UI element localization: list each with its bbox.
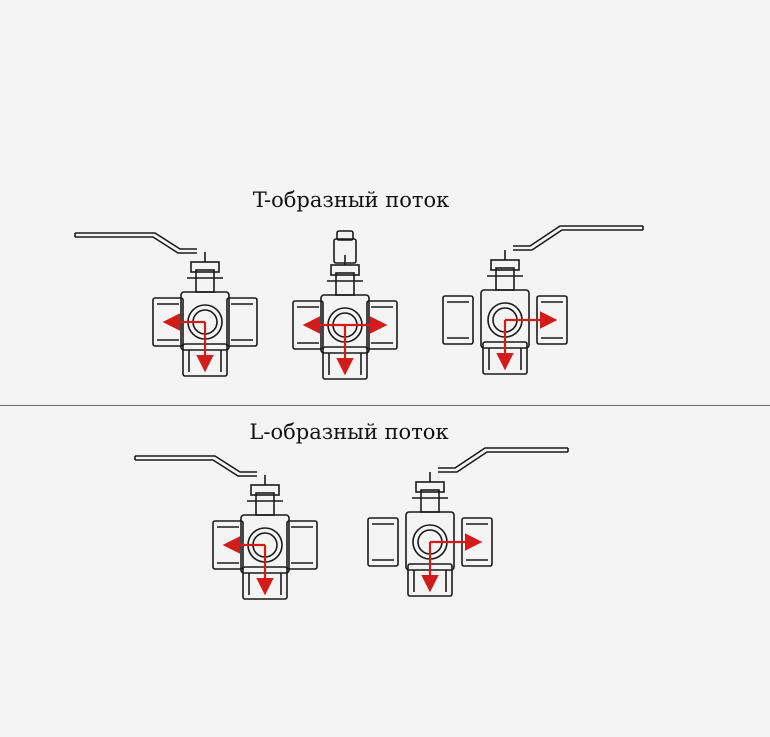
stem xyxy=(255,492,275,516)
caption-l-flow: L-образный поток xyxy=(249,420,449,444)
port-left xyxy=(367,517,399,567)
valve-body xyxy=(367,447,569,597)
valve-l-flow-2 xyxy=(367,447,569,597)
valve-body xyxy=(134,455,318,600)
valve-t-flow-1 xyxy=(74,232,258,377)
port-left xyxy=(442,295,474,345)
actuator-stem xyxy=(333,238,357,264)
port-right xyxy=(226,297,258,347)
valve-l-flow-1 xyxy=(134,455,318,600)
handle-lever xyxy=(513,225,643,247)
handle-lever xyxy=(75,232,197,250)
section-divider xyxy=(0,405,770,406)
port-right xyxy=(286,520,318,570)
stem xyxy=(495,267,515,291)
valve-t-flow-2 xyxy=(292,230,398,380)
valve-body xyxy=(292,230,398,380)
valve-body xyxy=(442,225,644,375)
stem xyxy=(335,272,355,296)
valve-body xyxy=(74,232,258,377)
handle-lever xyxy=(135,455,257,473)
stem xyxy=(420,489,440,513)
caption-t-flow: T-образный поток xyxy=(252,188,450,212)
handle-lever xyxy=(438,447,568,469)
stem xyxy=(195,269,215,293)
valve-t-flow-3 xyxy=(442,225,644,375)
